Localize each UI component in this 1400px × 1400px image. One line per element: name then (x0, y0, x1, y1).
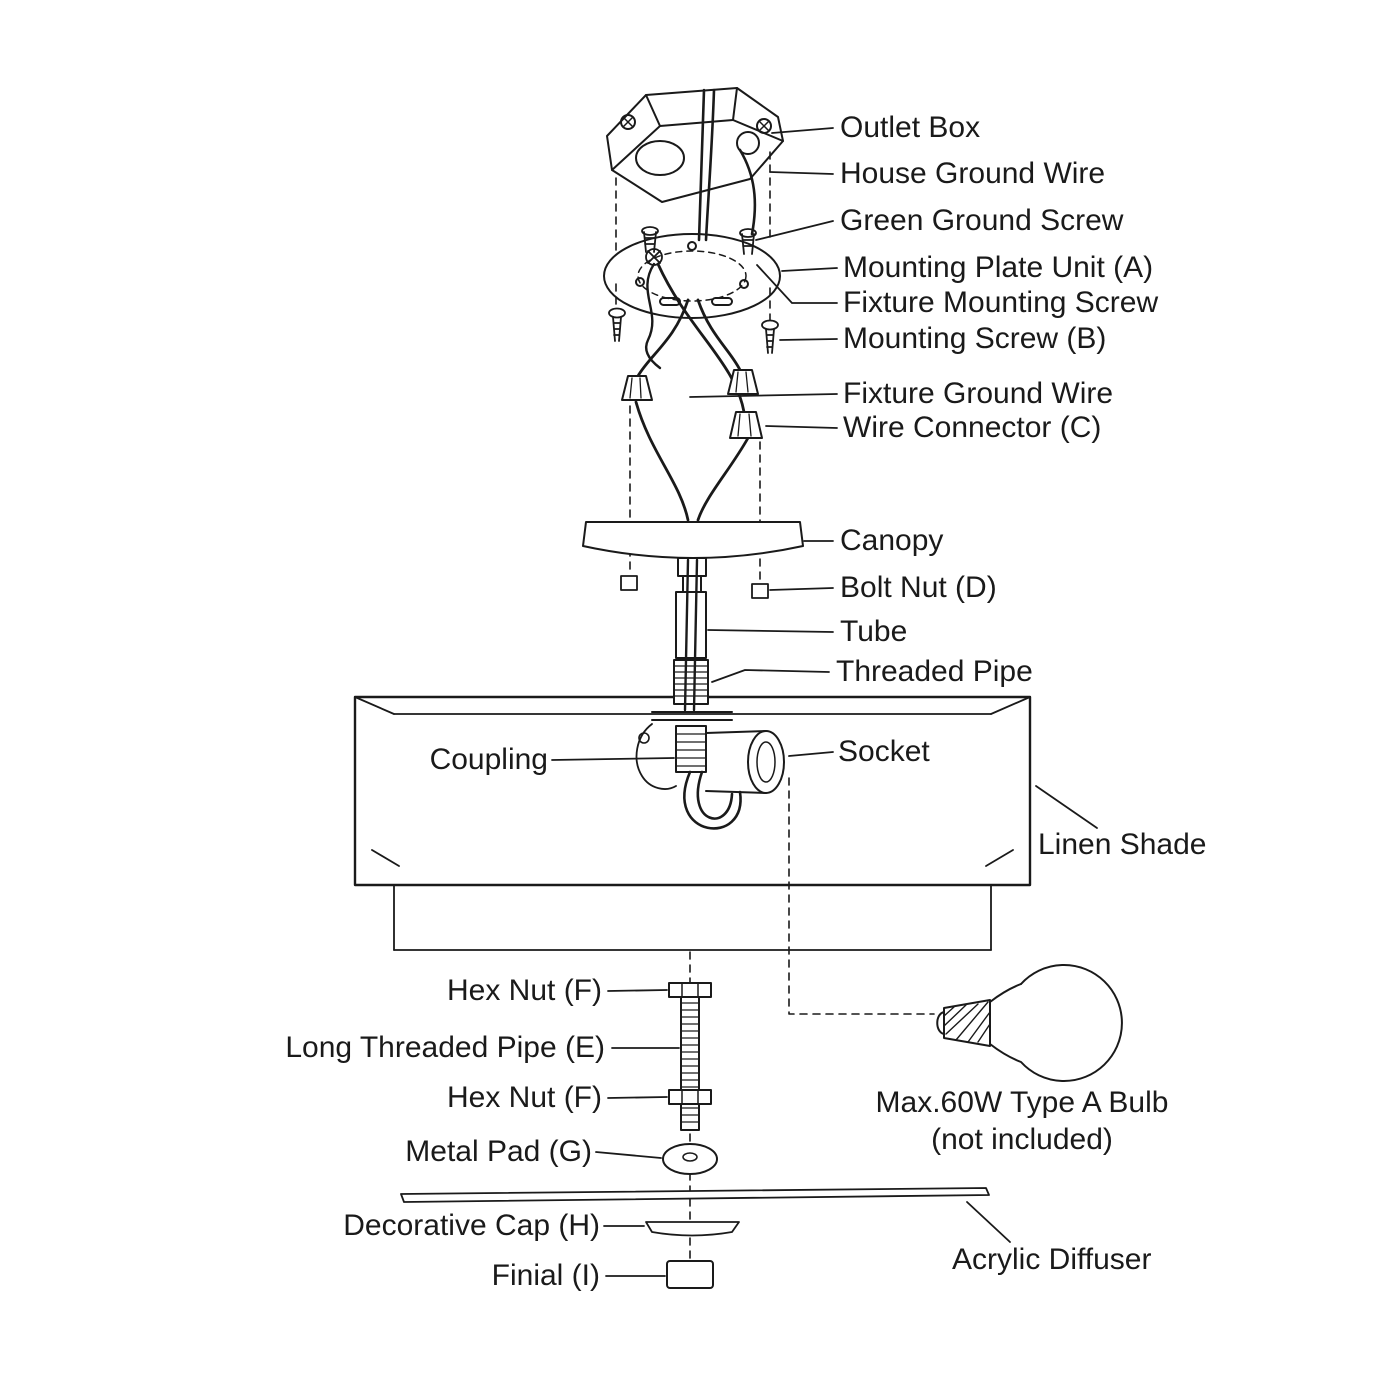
canopy-drawing (582, 521, 804, 593)
label-coupling: Coupling (429, 742, 548, 776)
hex-nut-bottom-drawing (668, 1089, 712, 1105)
leader-house-ground-wire (769, 171, 834, 175)
tube-wires-drawing (683, 558, 699, 712)
mounting-plate-drawing (603, 233, 781, 319)
leader-linen-shade (1035, 785, 1098, 829)
label-mounting-screw: Mounting Screw (B) (843, 321, 1107, 355)
leader-acrylic-diffuser (966, 1201, 1011, 1243)
label-acrylic-diffuser: Acrylic Diffuser (952, 1242, 1152, 1276)
socket-to-bulb-dashed-line (788, 777, 935, 1015)
tube-drawing (675, 591, 707, 659)
leader-socket (788, 751, 834, 757)
leader-metal-pad (595, 1151, 662, 1159)
socket-drawing (705, 730, 785, 794)
label-bolt-nut: Bolt Nut (D) (840, 570, 997, 604)
long-threaded-pipe-drawing (680, 996, 700, 1131)
label-hex-nut-bottom: Hex Nut (F) (446, 1080, 602, 1114)
shade-inner-box-drawing (393, 884, 992, 951)
outlet-box-drawing (606, 87, 784, 203)
leader-fixture-mounting-screw (756, 264, 838, 304)
leader-mounting-plate-unit (781, 267, 838, 272)
fixture-mounting-screws-drawing (641, 226, 757, 255)
label-wire-connector: Wire Connector (C) (843, 410, 1102, 444)
label-fixture-ground-wire: Fixture Ground Wire (843, 376, 1114, 410)
finial-drawing (666, 1260, 714, 1289)
label-long-threaded-pipe: Long Threaded Pipe (E) (285, 1030, 605, 1064)
label-finial: Finial (I) (491, 1258, 600, 1292)
leader-hex-nut-bottom (607, 1096, 668, 1099)
label-threaded-pipe: Threaded Pipe (836, 654, 1033, 688)
decorative-cap-drawing (645, 1221, 740, 1237)
leader-hex-nut-top (607, 989, 668, 992)
leader-green-ground-screw (755, 220, 834, 241)
label-socket: Socket (838, 734, 930, 768)
label-decorative-cap: Decorative Cap (H) (343, 1208, 600, 1242)
leader-fixture-ground-wire (689, 393, 838, 398)
bulb-drawing (936, 964, 1123, 1082)
label-canopy: Canopy (840, 523, 944, 557)
label-fixture-mounting-screw: Fixture Mounting Screw (843, 285, 1159, 319)
bolt-nuts-drawing (620, 575, 769, 599)
coupling-drawing (675, 725, 707, 773)
label-metal-pad: Metal Pad (G) (405, 1134, 592, 1168)
mounting-screws-drawing (608, 307, 779, 354)
leader-threaded-pipe (711, 669, 830, 683)
leader-bolt-nut (769, 587, 834, 591)
leader-mounting-screw (779, 338, 838, 341)
leader-outlet-box (771, 127, 834, 134)
socket-wires-drawing (683, 770, 742, 830)
metal-pad-drawing (662, 1143, 718, 1175)
label-bulb-note-line1: Max.60W Type A Bulb (875, 1085, 1169, 1119)
label-tube: Tube (840, 614, 908, 648)
leader-wire-connector (765, 425, 838, 429)
label-mounting-plate-unit: Mounting Plate Unit (A) (843, 250, 1154, 284)
label-house-ground-wire: House Ground Wire (840, 156, 1106, 190)
leader-coupling (551, 757, 675, 761)
acrylic-diffuser-drawing (400, 1187, 990, 1203)
label-outlet-box: Outlet Box (840, 110, 981, 144)
threaded-pipe-drawing (673, 659, 709, 705)
label-linen-shade: Linen Shade (1038, 827, 1207, 861)
label-bulb-note-line2: (not included) (931, 1122, 1113, 1156)
hex-nut-top-drawing (668, 982, 712, 998)
socket-assembly-drawing (635, 711, 785, 830)
label-green-ground-screw: Green Ground Screw (840, 203, 1124, 237)
label-hex-nut-top: Hex Nut (F) (446, 973, 602, 1007)
wire-connectors-drawing (621, 369, 763, 439)
leader-lines (551, 127, 1098, 1277)
leader-tube (707, 629, 834, 633)
house-wires-drawing (697, 88, 757, 242)
